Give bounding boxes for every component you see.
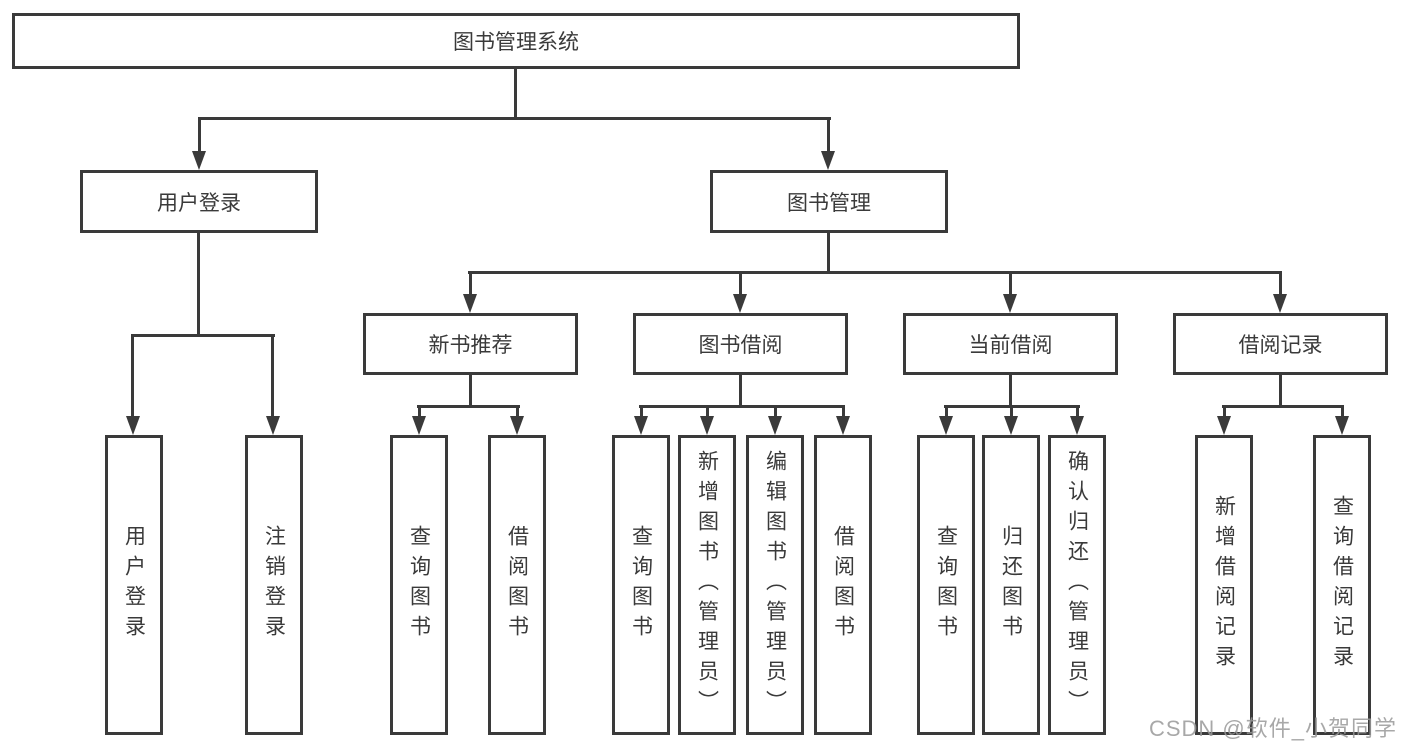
leaf-label: 查询借阅记录 <box>1330 495 1354 675</box>
node-label: 新书推荐 <box>428 334 513 357</box>
connector-drop-logout <box>271 334 274 416</box>
node-label: 当前借阅 <box>968 334 1053 357</box>
leaf-borrow-books: 借阅图书 <box>488 435 546 735</box>
connector-section-stub <box>1009 375 1012 408</box>
arrowhead-down-icon <box>821 151 835 170</box>
connector-drop-borrow-records <box>1279 271 1282 297</box>
arrowhead-down-icon <box>126 416 140 435</box>
leaf-label: 归还图书 <box>999 525 1023 645</box>
arrowhead-down-icon <box>510 416 524 435</box>
connector-root-hline <box>198 117 831 120</box>
connector-book-management-hline <box>468 271 1282 274</box>
node-label: 图书借阅 <box>698 334 783 357</box>
arrowhead-down-icon <box>412 416 426 435</box>
connector-drop-book-borrow <box>739 271 742 297</box>
leaf-query-books: 查询图书 <box>917 435 975 735</box>
leaf-add-borrow-record: 新增借阅记录 <box>1195 435 1253 735</box>
connector-root-stub <box>514 69 517 118</box>
leaf-label: 查询图书 <box>407 525 431 645</box>
arrowhead-down-icon <box>1004 416 1018 435</box>
arrowhead-down-icon <box>192 151 206 170</box>
leaf-label: 编辑图书（管理员） <box>763 450 787 720</box>
leaf-return-books: 归还图书 <box>982 435 1040 735</box>
connector-drop-leaf <box>418 405 421 422</box>
node-borrowing-records: 借阅记录 <box>1173 313 1388 375</box>
leaf-label: 查询图书 <box>629 525 653 645</box>
connector-user-login-stub <box>197 233 200 335</box>
leaf-label: 新增图书（管理员） <box>695 450 719 720</box>
connector-drop-book-management <box>827 117 830 157</box>
connector-drop-leaf <box>640 405 643 422</box>
arrowhead-down-icon <box>1217 416 1231 435</box>
arrowhead-down-icon <box>634 416 648 435</box>
leaf-label: 确认归还（管理员） <box>1065 450 1089 720</box>
leaf-label: 借阅图书 <box>505 525 529 645</box>
leaf-label: 新增借阅记录 <box>1212 495 1236 675</box>
connector-drop-login <box>131 334 134 416</box>
connector-section-hline <box>417 405 520 408</box>
connector-drop-leaf <box>516 405 519 422</box>
connector-drop-user-login <box>198 117 201 157</box>
leaf-edit-books-admin: 编辑图书（管理员） <box>746 435 804 735</box>
arrowhead-down-icon <box>1273 294 1287 313</box>
connector-section-hline <box>1222 405 1344 408</box>
node-user-login: 用户登录 <box>80 170 318 233</box>
node-book-management: 图书管理 <box>710 170 948 233</box>
arrowhead-down-icon <box>1335 416 1349 435</box>
leaf-label: 借阅图书 <box>831 525 855 645</box>
arrowhead-down-icon <box>700 416 714 435</box>
leaf-confirm-return-admin: 确认归还（管理员） <box>1048 435 1106 735</box>
arrowhead-down-icon <box>733 294 747 313</box>
connector-section-stub <box>739 375 742 408</box>
leaf-query-books: 查询图书 <box>390 435 448 735</box>
node-label: 用户登录 <box>157 191 241 215</box>
connector-drop-leaf <box>1076 405 1079 422</box>
leaf-add-books-admin: 新增图书（管理员） <box>678 435 736 735</box>
node-label: 借阅记录 <box>1238 334 1323 357</box>
connector-section-hline <box>639 405 845 408</box>
leaf-borrow-books: 借阅图书 <box>814 435 872 735</box>
node-new-book-recommendation: 新书推荐 <box>363 313 578 375</box>
csdn-watermark: CSDN @软件_小贺同学 <box>1148 716 1397 741</box>
arrowhead-down-icon <box>939 416 953 435</box>
connector-drop-leaf <box>1223 405 1226 422</box>
connector-drop-leaf <box>945 405 948 422</box>
leaf-query-borrow-record: 查询借阅记录 <box>1313 435 1371 735</box>
connector-book-management-stub <box>827 233 830 274</box>
connector-section-stub <box>469 375 472 408</box>
leaf-query-books: 查询图书 <box>612 435 670 735</box>
node-label: 图书管理 <box>787 191 871 215</box>
connector-drop-leaf <box>1341 405 1344 422</box>
arrowhead-down-icon <box>1003 294 1017 313</box>
connector-drop-leaf <box>706 405 709 422</box>
leaf-label: 查询图书 <box>934 525 958 645</box>
leaf-logout: 注销登录 <box>245 435 303 735</box>
arrowhead-down-icon <box>1070 416 1084 435</box>
leaf-user-login: 用户登录 <box>105 435 163 735</box>
node-book-borrowing: 图书借阅 <box>633 313 848 375</box>
connector-drop-leaf <box>1010 405 1013 422</box>
arrowhead-down-icon <box>768 416 782 435</box>
arrowhead-down-icon <box>463 294 477 313</box>
node-current-borrowing: 当前借阅 <box>903 313 1118 375</box>
connector-section-stub <box>1279 375 1282 408</box>
arrowhead-down-icon <box>266 416 280 435</box>
leaf-label: 注销登录 <box>262 525 286 645</box>
connector-drop-leaf <box>774 405 777 422</box>
leaf-label: 用户登录 <box>122 525 146 645</box>
node-library-management-system: 图书管理系统 <box>12 13 1020 69</box>
connector-drop-new-book <box>469 271 472 297</box>
connector-drop-current-borrow <box>1009 271 1012 297</box>
connector-drop-leaf <box>842 405 845 422</box>
arrowhead-down-icon <box>836 416 850 435</box>
node-label: 图书管理系统 <box>453 31 579 54</box>
connector-user-login-hline <box>132 334 275 337</box>
